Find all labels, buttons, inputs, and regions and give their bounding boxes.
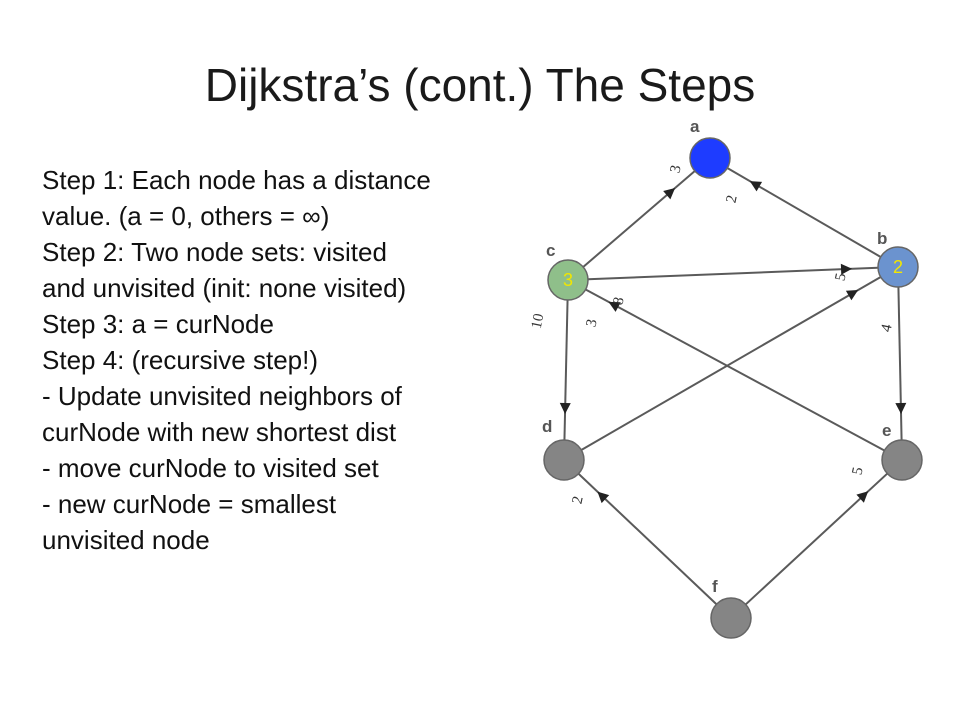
step-line: unvisited node [42,525,210,555]
edge-e-c [585,288,885,452]
step-line: Step 2: Two node sets: visited [42,237,387,267]
edge-weight-c-a: 3 [667,164,684,175]
edge-c-d [563,299,569,441]
node-label-c: c [546,241,555,260]
node-label-b: b [877,229,887,248]
node-e [881,439,923,481]
edge-arrow-d-b [845,290,859,301]
edge-weight-c-b: 5 [832,272,849,283]
step-line: - move curNode to visited set [42,453,379,483]
node-b [877,246,919,288]
edge-weight-f-d: 2 [569,495,586,506]
edge-b-e [897,286,903,441]
edge-weight-f-e: 5 [849,466,866,477]
edge-c-a [582,170,696,268]
step-line: - new curNode = smallest [42,489,337,519]
step-line: - Update unvisited neighbors of [42,381,402,411]
edge-arrow-c-d [559,402,571,415]
node-label-e: e [882,421,891,440]
node-label-a: a [690,117,700,136]
slide-title: Dijkstra’s (cont.) The Steps [204,59,756,111]
node-d [543,439,585,481]
node-distance-c: 3 [563,270,573,290]
node-a [689,137,731,179]
node-distance-b: 2 [893,257,903,277]
steps-list: Step 1: Each node has a distance value. … [42,162,542,558]
edge-arrow-f-d [597,491,610,504]
node-label-f: f [712,577,718,596]
edge-arrow-e-c [608,301,621,312]
step-line: Step 3: a = curNode [42,309,274,339]
node-label-d: d [542,417,552,436]
edge-c-b [587,266,879,281]
edge-weight-b-e: 4 [878,322,895,333]
edge-weight-b-a: 2 [723,194,740,205]
edge-arrow-c-b [840,263,853,275]
edge-arrow-b-a [749,181,763,192]
step-line: Step 4: (recursive step!) [42,345,318,375]
edge-weight-d-b: 3 [583,318,600,329]
step-line: and unvisited (init: none visited) [42,273,407,303]
edge-weight-c-d: 10 [529,312,548,330]
edge-arrow-b-e [895,402,907,415]
step-line: Step 1: Each node has a distance [42,165,431,195]
edge-arrow-c-a [663,187,676,200]
edge-arrow-f-e [856,491,869,503]
step-line: curNode with new shortest dist [42,417,397,447]
node-c [547,259,589,301]
node-f [710,597,752,639]
edge-weight-e-c: 8 [610,296,627,307]
step-line: value. (a = 0, others = ∞) [42,201,330,231]
edge-d-b [580,276,882,451]
